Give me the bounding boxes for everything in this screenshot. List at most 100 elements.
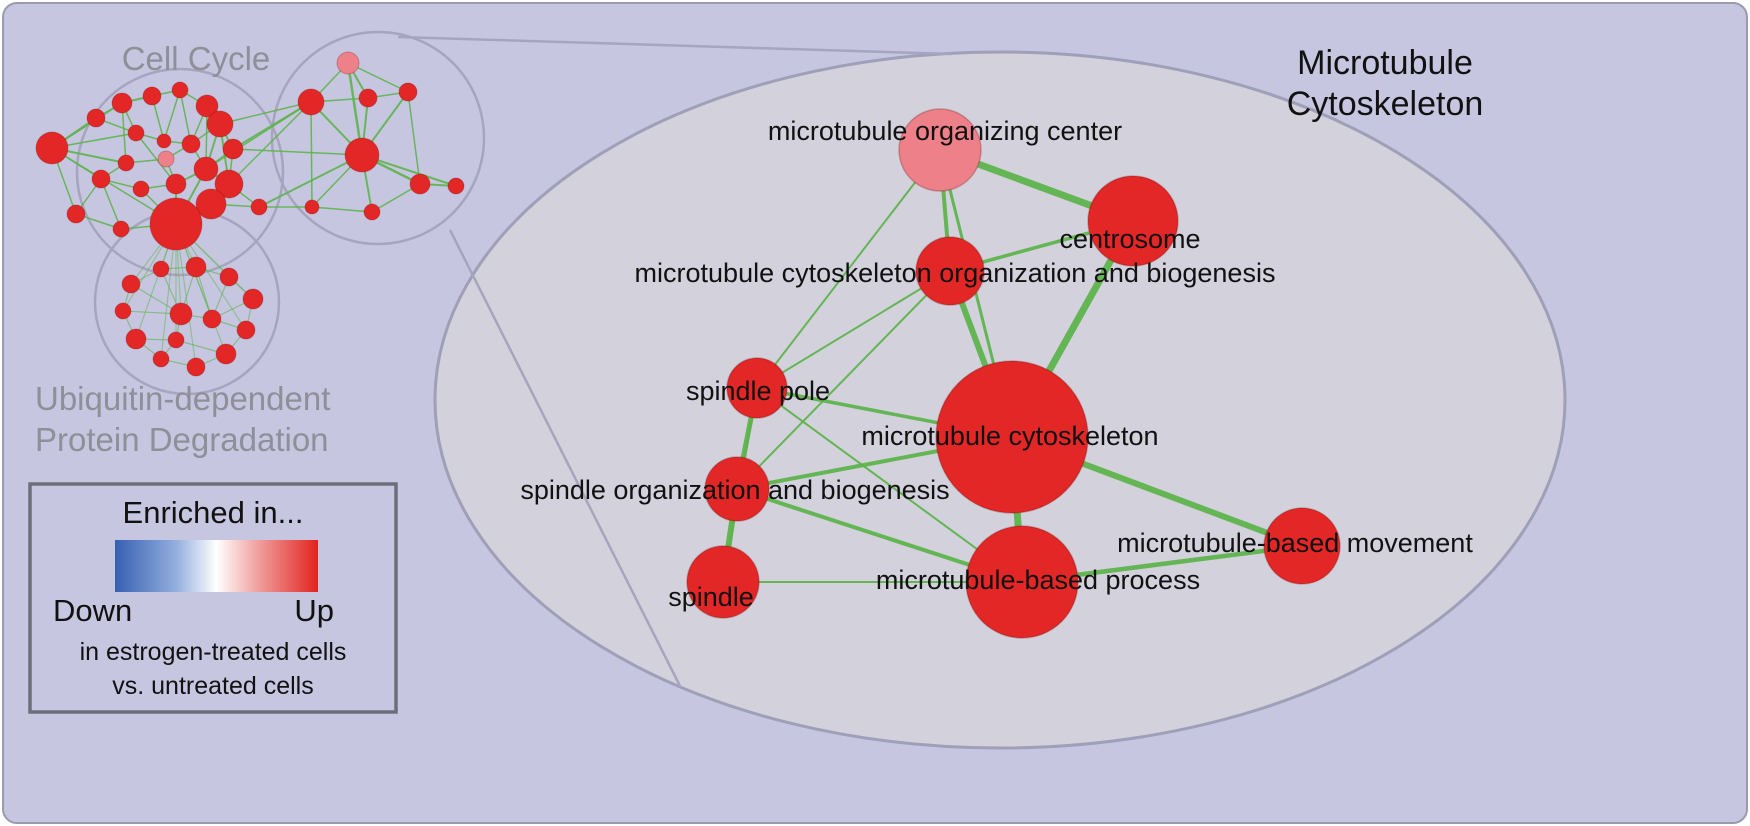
detail-node-label-moc: microtubule organizing center [768, 116, 1122, 146]
legend: Enriched in... Down Up in estrogen-treat… [28, 482, 398, 714]
legend-up-label: Up [294, 593, 334, 628]
overview-node-c1[interactable] [86, 108, 106, 128]
detail-edge-mcob-sob [736, 270, 951, 490]
overview-node-m3[interactable] [398, 82, 418, 102]
overview-node-c10[interactable] [157, 150, 175, 168]
overview-node-c13[interactable] [132, 180, 150, 198]
overview-edge [347, 62, 409, 93]
detail-node-centrosome[interactable] [1087, 175, 1179, 267]
overview-node-u1[interactable] [152, 260, 170, 278]
microtubule-title-line2: Cytoskeleton [1287, 85, 1484, 123]
overview-edge [232, 148, 363, 156]
overview-node-c4[interactable] [171, 81, 189, 99]
overview-edge [121, 102, 127, 164]
overview-cluster-circle-cell-cycle [75, 67, 285, 277]
overview-edge [163, 89, 181, 142]
ubiquitin-cluster-label-line2: Protein Degradation [35, 421, 329, 458]
detail-node-label-mbp: microtubule-based process [876, 565, 1200, 595]
overview-node-c18[interactable] [195, 188, 227, 220]
detail-node-mbp[interactable] [965, 525, 1079, 639]
overview-node-u7[interactable] [186, 357, 206, 377]
detail-node-moc[interactable] [898, 108, 982, 192]
overview-node-c2[interactable] [111, 92, 133, 114]
overview-node-c6[interactable] [206, 110, 234, 138]
detail-node-label-mc: microtubule cytoskeleton [861, 421, 1158, 451]
overview-node-u6[interactable] [215, 343, 237, 365]
overview-node-m0[interactable] [336, 51, 360, 75]
overview-node-c14[interactable] [165, 173, 187, 195]
overview-node-c19[interactable] [149, 197, 203, 251]
detail-network-nodes [686, 108, 1341, 639]
overview-node-c16[interactable] [222, 138, 244, 160]
overview-node-c21[interactable] [112, 220, 130, 238]
overview-node-m6[interactable] [447, 177, 465, 195]
overview-node-u9[interactable] [125, 328, 147, 350]
detail-node-label-mcob: microtubule cytoskeleton organization an… [635, 258, 1276, 288]
overview-node-u10[interactable] [114, 302, 132, 320]
legend-down-label: Down [53, 593, 132, 628]
detail-node-sob[interactable] [704, 456, 770, 522]
overview-edge [407, 91, 421, 185]
detail-node-labels: microtubule organizing center centrosome m… [520, 116, 1473, 612]
overview-node-c3[interactable] [142, 86, 162, 106]
detail-node-label-spindle_pole: spindle pole [686, 376, 830, 406]
detail-node-mcob[interactable] [915, 236, 985, 306]
overview-edge [311, 206, 373, 213]
detail-node-label-spindle: spindle [668, 582, 754, 612]
overview-node-c0[interactable] [35, 131, 69, 165]
detail-node-label-centrosome: centrosome [1059, 224, 1200, 254]
overview-edge [179, 89, 192, 145]
overview-node-c11[interactable] [117, 154, 135, 172]
overview-node-u5[interactable] [236, 320, 256, 340]
legend-caption-line2: vs. untreated cells [112, 672, 314, 700]
overview-node-u4[interactable] [242, 288, 264, 310]
overview-node-m5[interactable] [409, 173, 431, 195]
detail-node-mbm[interactable] [1263, 507, 1341, 585]
overview-node-c17[interactable] [214, 169, 244, 199]
overview-edge [135, 132, 177, 185]
detail-node-spindle_pole[interactable] [726, 357, 788, 419]
overview-node-u2[interactable] [185, 256, 207, 278]
overview-node-m4[interactable] [344, 137, 380, 173]
detail-edge-moc-spindle_pole [756, 149, 941, 389]
zoom-guide-line [448, 229, 682, 687]
overview-node-c8[interactable] [156, 133, 172, 149]
overview-node-m2[interactable] [358, 88, 378, 108]
ubiquitin-cluster-label-line1: Ubiquitin-dependent [35, 380, 330, 417]
detail-node-spindle[interactable] [686, 545, 760, 619]
overview-edge [219, 101, 312, 125]
detail-edge-mcob-spindle_pole [756, 270, 951, 389]
legend-caption-line1: in estrogen-treated cells [80, 638, 347, 666]
overview-edge [228, 101, 312, 185]
overview-node-c7[interactable] [127, 124, 145, 142]
overview-edge [205, 101, 312, 170]
overview-node-u8[interactable] [152, 350, 170, 368]
overview-node-m1[interactable] [297, 88, 325, 116]
overview-node-u12[interactable] [202, 309, 222, 329]
overview-node-c5[interactable] [195, 94, 219, 118]
legend-gradient-bar [115, 540, 318, 592]
detail-node-label-mbm: microtubule-based movement [1117, 528, 1473, 558]
overview-node-m8[interactable] [304, 199, 320, 215]
cell-cycle-cluster-label: Cell Cycle [122, 40, 271, 77]
overview-node-u11[interactable] [169, 302, 193, 326]
overview-node-c20[interactable] [66, 204, 86, 224]
overview-node-u0[interactable] [121, 274, 141, 294]
detail-node-mc[interactable] [935, 360, 1089, 514]
overview-node-c15[interactable] [193, 156, 219, 182]
legend-box [28, 482, 398, 714]
overview-node-m7[interactable] [363, 203, 381, 221]
overview-node-u3[interactable] [219, 267, 239, 287]
overview-cluster-circle-microtubule [270, 30, 486, 246]
overview-network-nodes [35, 51, 465, 377]
overview-node-c22[interactable] [250, 198, 268, 216]
overview-edge [258, 154, 363, 208]
legend-title: Enriched in... [123, 495, 304, 530]
zoom-guide-line [397, 35, 953, 56]
overview-node-c9[interactable] [181, 134, 201, 154]
overview-node-c12[interactable] [91, 169, 111, 189]
overview-node-u13[interactable] [167, 331, 185, 349]
overview-edge [310, 101, 313, 208]
